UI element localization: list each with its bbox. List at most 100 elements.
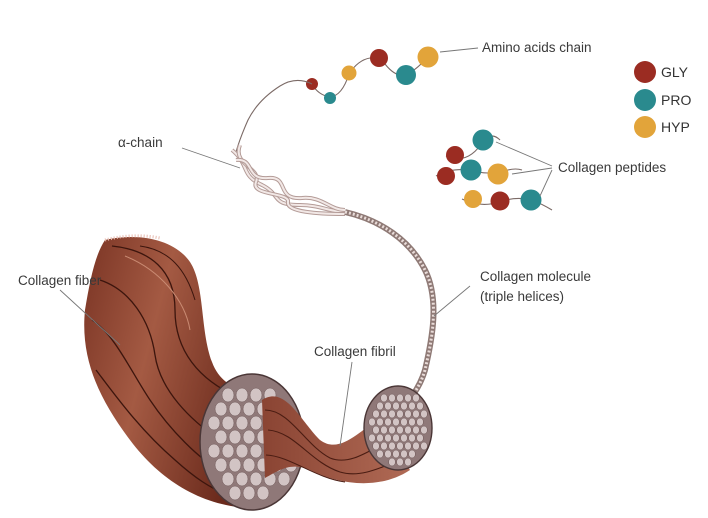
fibril-dot	[404, 457, 412, 467]
pro-swatch	[634, 89, 656, 111]
amino-bead-gly	[370, 49, 388, 67]
fibril-dot	[228, 401, 242, 417]
fibril-dot	[207, 415, 221, 431]
collagen-molecule-label-line1: Collagen molecule	[480, 269, 591, 284]
fibril-dot	[368, 433, 376, 443]
fibril-dot	[396, 393, 404, 403]
fibril-dot	[221, 443, 235, 459]
fibril-dot	[412, 393, 420, 403]
collagen-molecule-label-line2: (triple helices)	[480, 289, 564, 304]
amino-acids-chain-label: Amino acids chain	[482, 40, 592, 55]
fibril-dot	[380, 441, 388, 451]
fibril-dot	[380, 409, 388, 419]
fibril-dot	[214, 429, 228, 445]
collagen-molecule-leader	[433, 285, 471, 317]
gly-swatch	[634, 61, 656, 83]
fibril-dot	[221, 471, 235, 487]
alpha-chain-leader	[181, 147, 241, 169]
fibril-dot	[214, 457, 228, 473]
fibril-dot	[400, 417, 408, 427]
legend-item-pro: PRO	[634, 89, 691, 111]
fibril-dot	[221, 415, 235, 431]
fibril-dot	[376, 449, 384, 459]
fibril-dot	[235, 387, 249, 403]
fibril-dot	[242, 485, 256, 501]
fibril-dot	[396, 409, 404, 419]
fibril-dot	[420, 441, 428, 451]
fibril-dot	[416, 433, 424, 443]
peptide-bead-pro	[472, 129, 494, 151]
fibril-dot	[412, 441, 420, 451]
fibril-dot	[404, 441, 412, 451]
fibril-dot	[400, 401, 408, 411]
fibril-dot	[372, 441, 380, 451]
fibril-dot	[412, 425, 420, 435]
peptides-leader-2	[511, 167, 553, 175]
collagen-molecule: Collagen molecule (triple helices)	[344, 209, 591, 398]
fibril-dot	[408, 433, 416, 443]
legend-label-gly: GLY	[661, 64, 689, 80]
peptide-bead-hyp	[487, 163, 509, 185]
fibril-dot	[416, 401, 424, 411]
fibril-dot	[207, 443, 221, 459]
fibril-dot	[388, 425, 396, 435]
fibril-dot	[368, 417, 376, 427]
fibril-dot	[277, 471, 291, 487]
legend-item-hyp: HYP	[634, 116, 690, 138]
fibril-dot	[404, 425, 412, 435]
peptide-bead-pro	[520, 189, 542, 211]
fibril-dot	[384, 433, 392, 443]
fibril-dot	[235, 471, 249, 487]
fibril-dot	[392, 401, 400, 411]
alpha-chain-label: α-chain	[118, 135, 163, 150]
peptide-bead-pro	[460, 159, 482, 181]
collagen-fibril-leader	[339, 361, 353, 447]
collagen-fibril-label: Collagen fibril	[314, 344, 396, 359]
fibril-dot	[396, 425, 404, 435]
peptides-leader-3	[539, 169, 553, 197]
collagen-peptides: Collagen peptides	[435, 129, 666, 211]
fibril-dot	[380, 425, 388, 435]
legend-label-hyp: HYP	[661, 119, 690, 135]
fibril-dot	[400, 449, 408, 459]
fibril-dot	[249, 415, 263, 431]
collagen-fiber: Collagen fiber	[18, 234, 305, 511]
fibril-dot	[404, 409, 412, 419]
fibril-dot	[388, 393, 396, 403]
fibril-dot	[376, 417, 384, 427]
fibril-dot	[372, 425, 380, 435]
fibril-dot	[396, 441, 404, 451]
fibril-dot	[256, 485, 270, 501]
fibril-dot	[376, 401, 384, 411]
fibril-dot	[242, 457, 256, 473]
fibril-dot	[228, 485, 242, 501]
fibril-dot	[388, 457, 396, 467]
peptide-bead-gly	[490, 191, 510, 211]
fibril-dot	[221, 387, 235, 403]
fibril-dot	[235, 443, 249, 459]
fibril-dot	[384, 401, 392, 411]
fibril-dot	[408, 417, 416, 427]
fibril-dot	[404, 393, 412, 403]
amino-bead-hyp	[341, 65, 357, 81]
fibril-dot	[235, 415, 249, 431]
legend: GLY PRO HYP	[634, 61, 691, 138]
fibril-dot	[400, 433, 408, 443]
fibril-dot	[380, 393, 388, 403]
fibril-dot	[242, 401, 256, 417]
fibril-dot	[214, 401, 228, 417]
fibril-dot	[396, 457, 404, 467]
fibril-dot	[412, 409, 420, 419]
fibril-dot	[408, 449, 416, 459]
hyp-swatch	[634, 116, 656, 138]
fibril-dot	[416, 417, 424, 427]
fibril-dot	[388, 409, 396, 419]
fibril-dot	[392, 417, 400, 427]
fibril-dot	[228, 457, 242, 473]
fibril-dot	[376, 433, 384, 443]
fibril-dot	[372, 409, 380, 419]
collagen-fibril: Collagen fibril	[262, 344, 433, 484]
fibril-dot	[384, 417, 392, 427]
peptide-bead-hyp	[464, 190, 482, 208]
legend-label-pro: PRO	[661, 92, 691, 108]
